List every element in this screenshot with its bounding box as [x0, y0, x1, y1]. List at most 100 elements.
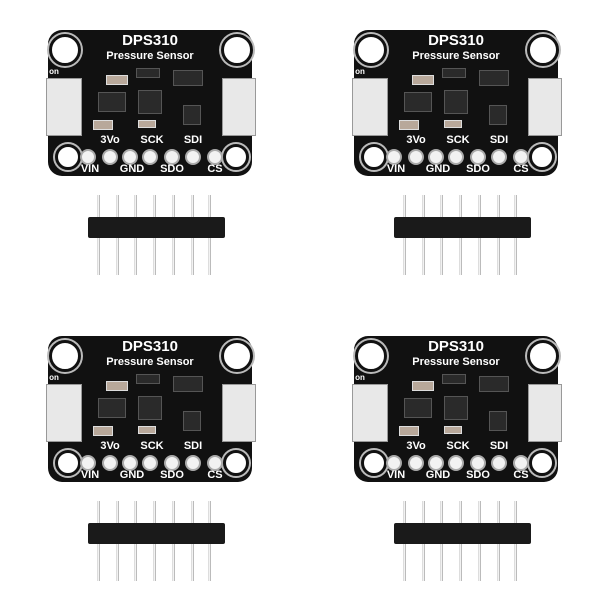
pin-label: VIN: [386, 163, 406, 175]
pin-pad: [164, 149, 180, 165]
mounting-hole: [527, 340, 559, 372]
resistor: [138, 120, 156, 128]
stemma-connector-right: [222, 384, 256, 442]
pin-label: 3Vo: [100, 440, 120, 452]
power-led-label: on: [49, 373, 59, 382]
pin-pad: [448, 455, 464, 471]
resistor: [138, 426, 156, 434]
pin-label: GND: [119, 163, 145, 175]
mounting-hole: [527, 34, 559, 66]
pin-pad: [491, 455, 507, 471]
pin-label: VIN: [80, 163, 100, 175]
pin-label: SCK: [140, 134, 164, 146]
capacitor: [399, 426, 419, 436]
diode: [136, 68, 160, 78]
board-title: DPS310: [428, 338, 484, 355]
pin-label: SDO: [466, 469, 490, 481]
mounting-hole: [361, 144, 387, 170]
pin-pad: [408, 455, 424, 471]
pin-label: GND: [425, 469, 451, 481]
pin-pad: [448, 149, 464, 165]
power-led-label: on: [49, 67, 59, 76]
pin-pad: [102, 149, 118, 165]
pin-pad: [428, 149, 444, 165]
pin-pad: [408, 149, 424, 165]
mounting-hole: [361, 450, 387, 476]
pin-pad: [185, 455, 201, 471]
board-subtitle: Pressure Sensor: [412, 356, 500, 368]
mounting-hole: [223, 144, 249, 170]
pin-pad: [122, 149, 138, 165]
pin-pad: [513, 149, 529, 165]
board-subtitle: Pressure Sensor: [106, 50, 194, 62]
pin-header-housing: [394, 217, 531, 238]
pin-label: 3Vo: [100, 134, 120, 146]
pin-pad: [122, 455, 138, 471]
pin-pad: [386, 455, 402, 471]
regulator-chip: [98, 92, 126, 112]
resistor: [444, 120, 462, 128]
pin-pad: [386, 149, 402, 165]
resistor-network: [479, 376, 509, 392]
stemma-connector-left: [46, 384, 82, 442]
mounting-hole: [49, 340, 81, 372]
diode: [442, 68, 466, 78]
pin-pad: [470, 455, 486, 471]
pin-label: SCK: [446, 440, 470, 452]
pin-pad: [470, 149, 486, 165]
stemma-connector-right: [222, 78, 256, 136]
stemma-connector-left: [352, 384, 388, 442]
pin-label: SCK: [446, 134, 470, 146]
pin-label: CS: [513, 469, 529, 481]
diode: [442, 374, 466, 384]
pin-label: SDI: [489, 440, 509, 452]
pin-pad: [491, 149, 507, 165]
pin-header-housing: [88, 217, 225, 238]
mounting-hole: [529, 450, 555, 476]
mounting-hole: [355, 340, 387, 372]
pin-label: CS: [513, 163, 529, 175]
level-shifter-chip: [489, 105, 507, 125]
pin-label: GND: [425, 163, 451, 175]
pin-label: 3Vo: [406, 440, 426, 452]
pin-header-housing: [394, 523, 531, 544]
pressure-sensor-chip: [444, 396, 468, 420]
pin-label: SDI: [183, 440, 203, 452]
regulator-chip: [404, 92, 432, 112]
mounting-hole: [529, 144, 555, 170]
level-shifter-chip: [183, 105, 201, 125]
pin-label: VIN: [80, 469, 100, 481]
mounting-hole: [49, 34, 81, 66]
pin-pad: [207, 149, 223, 165]
pin-label: VIN: [386, 469, 406, 481]
resistor: [444, 426, 462, 434]
capacitor: [412, 75, 434, 85]
stemma-connector-left: [46, 78, 82, 136]
power-led-label: on: [355, 373, 365, 382]
pin-label: SCK: [140, 440, 164, 452]
pin-pad: [207, 455, 223, 471]
pin-pad: [80, 149, 96, 165]
level-shifter-chip: [183, 411, 201, 431]
board-title: DPS310: [122, 32, 178, 49]
pressure-sensor-chip: [138, 90, 162, 114]
capacitor: [93, 426, 113, 436]
pin-label: SDI: [489, 134, 509, 146]
resistor-network: [173, 70, 203, 86]
pin-pad: [142, 149, 158, 165]
regulator-chip: [404, 398, 432, 418]
pin-pad: [185, 149, 201, 165]
board-subtitle: Pressure Sensor: [412, 50, 500, 62]
pin-label: CS: [207, 469, 223, 481]
stemma-connector-right: [528, 78, 562, 136]
pin-label: CS: [207, 163, 223, 175]
capacitor: [93, 120, 113, 130]
mounting-hole: [55, 144, 81, 170]
board-subtitle: Pressure Sensor: [106, 356, 194, 368]
